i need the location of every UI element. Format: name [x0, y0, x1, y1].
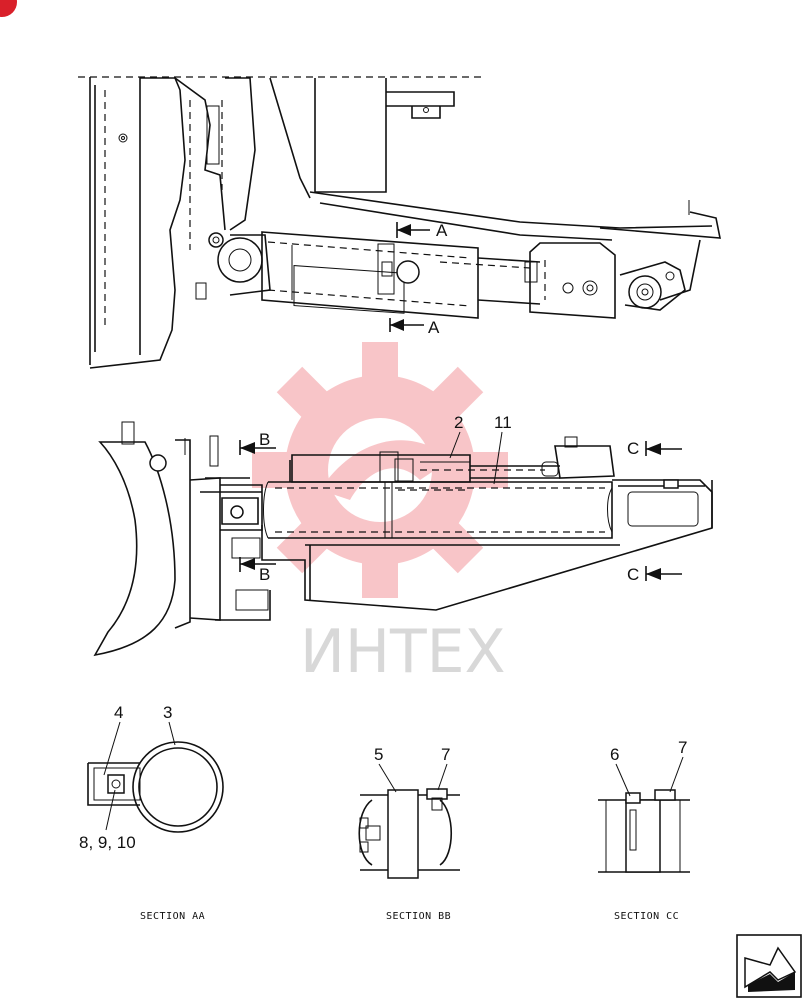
- section-aa-title: SECTION AA: [140, 911, 205, 922]
- callout-2: 2: [454, 413, 463, 432]
- side-view: B B C C 2 11: [93, 413, 713, 657]
- callout-3: 3: [163, 703, 172, 722]
- section-marker-a-bottom: A: [428, 318, 440, 337]
- callout-4: 4: [114, 703, 123, 722]
- section-cc-title: SECTION CC: [614, 911, 679, 922]
- corner-badge: [0, 0, 17, 17]
- section-marker-b-bottom: B: [259, 565, 270, 584]
- top-view: A A: [78, 76, 721, 369]
- section-marker-c-top: C: [627, 439, 639, 458]
- section-bb-title: SECTION BB: [386, 911, 451, 922]
- section-marker-b-top: B: [259, 430, 270, 449]
- callout-7-bb: 7: [441, 745, 450, 764]
- section-cc: 6 7 SECTION CC: [598, 738, 690, 922]
- section-marker-a-top: A: [436, 221, 448, 240]
- callout-7-cc: 7: [678, 738, 687, 757]
- section-aa: 4 3 8, 9, 10 SECTION AA: [79, 703, 224, 922]
- callout-8-9-10: 8, 9, 10: [79, 833, 136, 852]
- watermark-text: ИНТЕХ: [300, 617, 506, 687]
- next-page-arrow-icon[interactable]: [736, 934, 802, 998]
- callout-5: 5: [374, 745, 383, 764]
- callout-6: 6: [610, 745, 619, 764]
- section-marker-c-bottom: C: [627, 565, 639, 584]
- section-bb: 5 7 SECTION BB: [358, 745, 460, 922]
- callout-11: 11: [494, 413, 512, 432]
